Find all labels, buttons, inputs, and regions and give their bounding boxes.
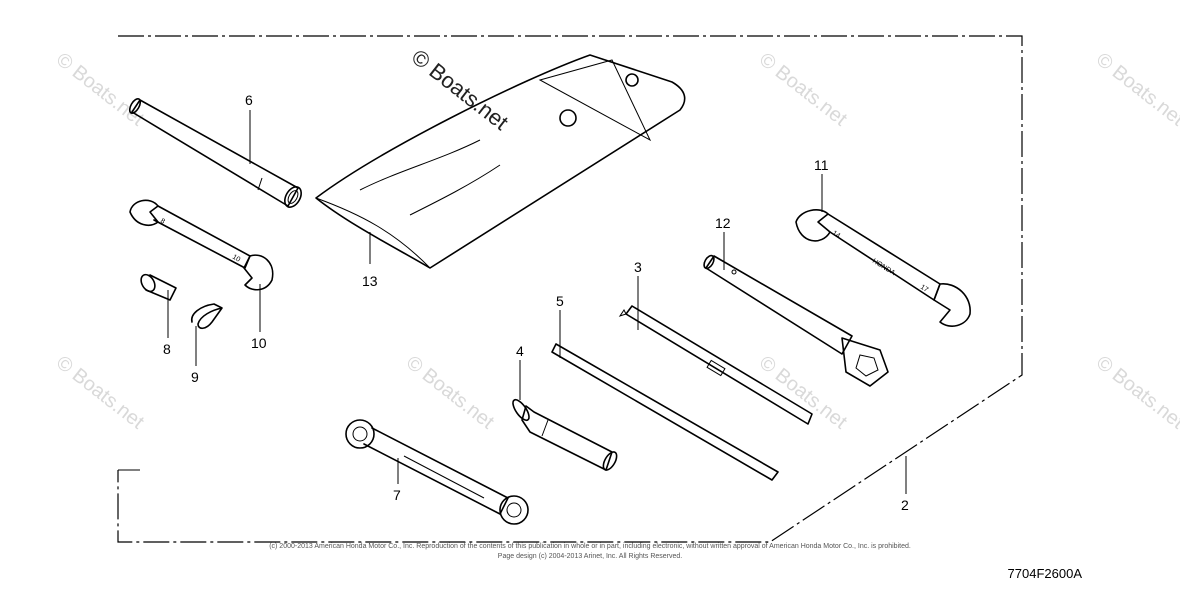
screwdriver-shaft-part xyxy=(618,305,813,425)
callout-13: 13 xyxy=(362,273,378,289)
watermark-faint: © Boats.net xyxy=(1092,49,1180,131)
callout-8: 8 xyxy=(163,341,171,357)
watermark-faint: © Boats.net xyxy=(402,352,498,434)
callout-3: 3 xyxy=(634,259,642,275)
callout-4: 4 xyxy=(516,343,524,359)
ring-wrench-part xyxy=(345,419,529,525)
svg-text:10: 10 xyxy=(231,254,241,264)
callout-7: 7 xyxy=(393,487,401,503)
svg-text:HONDA: HONDA xyxy=(871,258,896,278)
open-wrench-large-part: 14 HONDA 17 xyxy=(795,209,971,327)
callouts: 6 13 11 12 10 8 9 3 5 4 7 2 xyxy=(163,92,909,513)
pin-part xyxy=(140,273,177,301)
tool-bag-part xyxy=(315,54,686,269)
box-wrench-part xyxy=(703,254,889,387)
watermark-faint: © Boats.net xyxy=(52,49,148,131)
svg-text:17: 17 xyxy=(919,284,929,294)
callout-11: 11 xyxy=(814,157,829,173)
watermark-faint: © Boats.net xyxy=(52,352,148,434)
open-wrench-small-part: 8 10 xyxy=(129,199,274,291)
callout-12: 12 xyxy=(715,215,731,231)
clip-part xyxy=(190,303,223,330)
callout-6: 6 xyxy=(245,92,253,108)
callout-10: 10 xyxy=(251,335,267,351)
kit-boundary xyxy=(117,35,1023,543)
watermark-faint: © Boats.net xyxy=(1092,352,1180,434)
copyright-line-2: Page design (c) 2004-2013 Arinet, Inc. A… xyxy=(498,553,682,560)
watermark-main: © Boats.net xyxy=(407,44,513,135)
screwdriver-handle-part xyxy=(512,398,618,471)
callout-2: 2 xyxy=(901,497,909,513)
tube-wrench-part xyxy=(128,97,302,208)
leader-lines xyxy=(167,110,907,494)
diagram-code: 7704F2600A xyxy=(1008,566,1083,581)
copyright-line-1: (c) 2000-2013 American Honda Motor Co., … xyxy=(269,543,911,550)
watermark-faint: © Boats.net xyxy=(755,49,851,131)
svg-text:14: 14 xyxy=(831,230,841,240)
svg-text:8: 8 xyxy=(159,218,166,226)
callout-9: 9 xyxy=(191,369,199,385)
rod-part xyxy=(551,343,779,481)
callout-5: 5 xyxy=(556,293,564,309)
